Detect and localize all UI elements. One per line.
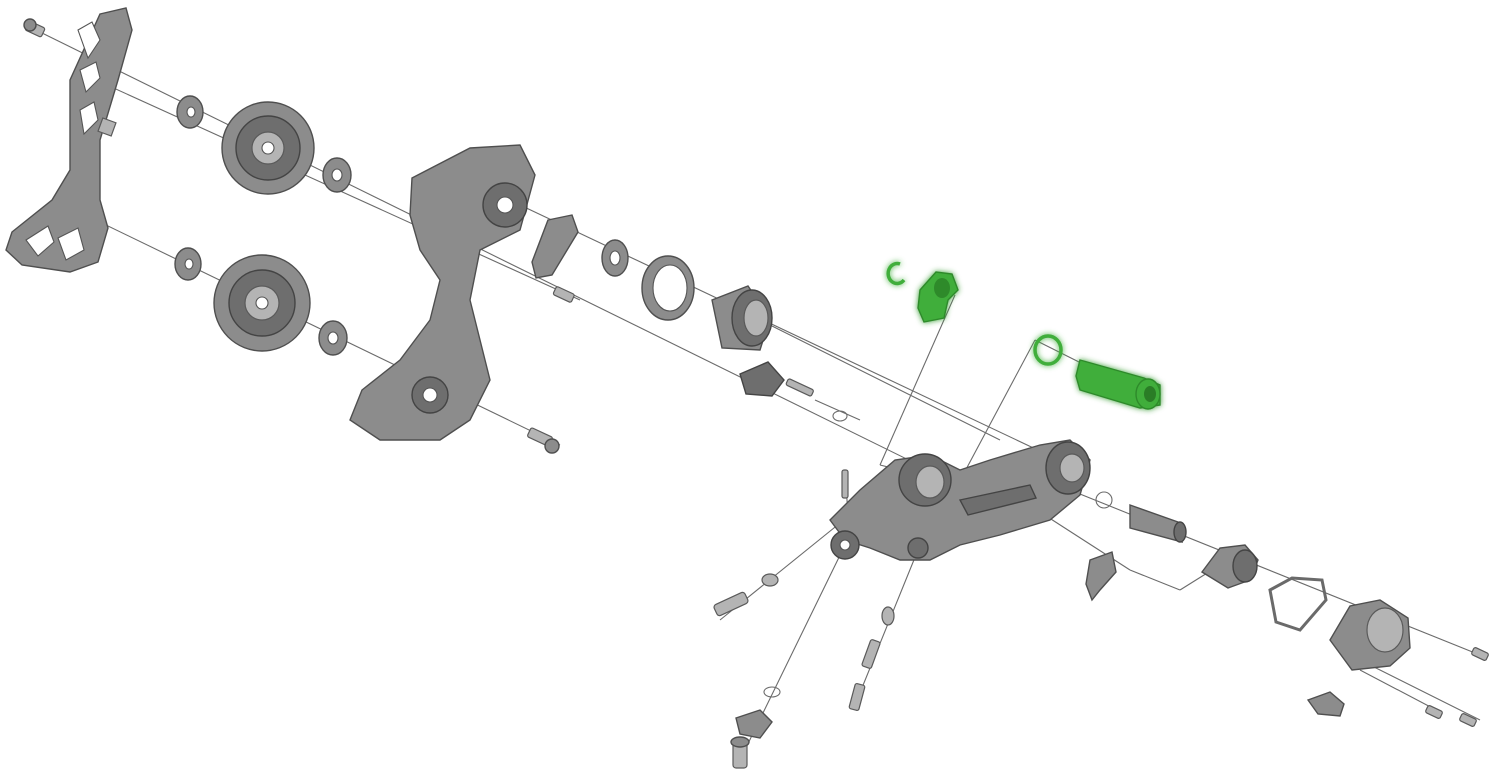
cable-bolt: [841, 469, 849, 499]
clutch-lever: [1306, 691, 1345, 717]
cage-stopper-ring: [641, 255, 695, 321]
cover-screw: [1471, 647, 1489, 661]
derailleur-main-body: [829, 439, 1091, 561]
outer-cage-plate: [5, 7, 133, 273]
clutch-cover: [1329, 599, 1411, 671]
inner-cage-plate: [349, 144, 536, 441]
b-tension-plate: [735, 709, 773, 739]
spring-housing: [711, 285, 773, 351]
spacer-washer: [601, 239, 629, 277]
mount-bolt: [713, 591, 749, 617]
cage-bolt-top: [23, 18, 46, 38]
washer-small: [761, 573, 779, 587]
set-screw: [848, 682, 866, 712]
chain-guide-plate: [531, 214, 579, 279]
washer: [176, 95, 204, 129]
adjust-bolt: [1129, 504, 1187, 543]
snap-ring: [832, 410, 848, 422]
cover-screw: [1459, 713, 1477, 727]
adjust-lever: [739, 361, 814, 397]
tension-pulley: [213, 254, 311, 352]
retaining-clip: [886, 261, 906, 286]
cable-fixing-washer: [881, 606, 895, 626]
guide-pulley: [221, 101, 315, 195]
pivot-axle: [1075, 359, 1161, 410]
tension-cam: [917, 271, 959, 323]
cage-bolt-bottom: [527, 427, 560, 454]
assembly-lines: [39, 31, 1481, 761]
small-screw: [552, 286, 575, 303]
cover-screw: [1425, 705, 1443, 719]
cover-gasket: [1268, 576, 1328, 632]
washer: [318, 320, 348, 356]
washer: [174, 247, 202, 281]
washer-small: [1095, 491, 1113, 509]
o-ring: [1033, 334, 1063, 366]
b-tension-bolt: [730, 736, 750, 769]
washer-small: [763, 686, 781, 698]
clutch-unit: [1200, 544, 1259, 589]
washer: [322, 157, 352, 193]
cable-guide: [1085, 551, 1117, 602]
cable-fixing-bolt: [861, 639, 881, 669]
